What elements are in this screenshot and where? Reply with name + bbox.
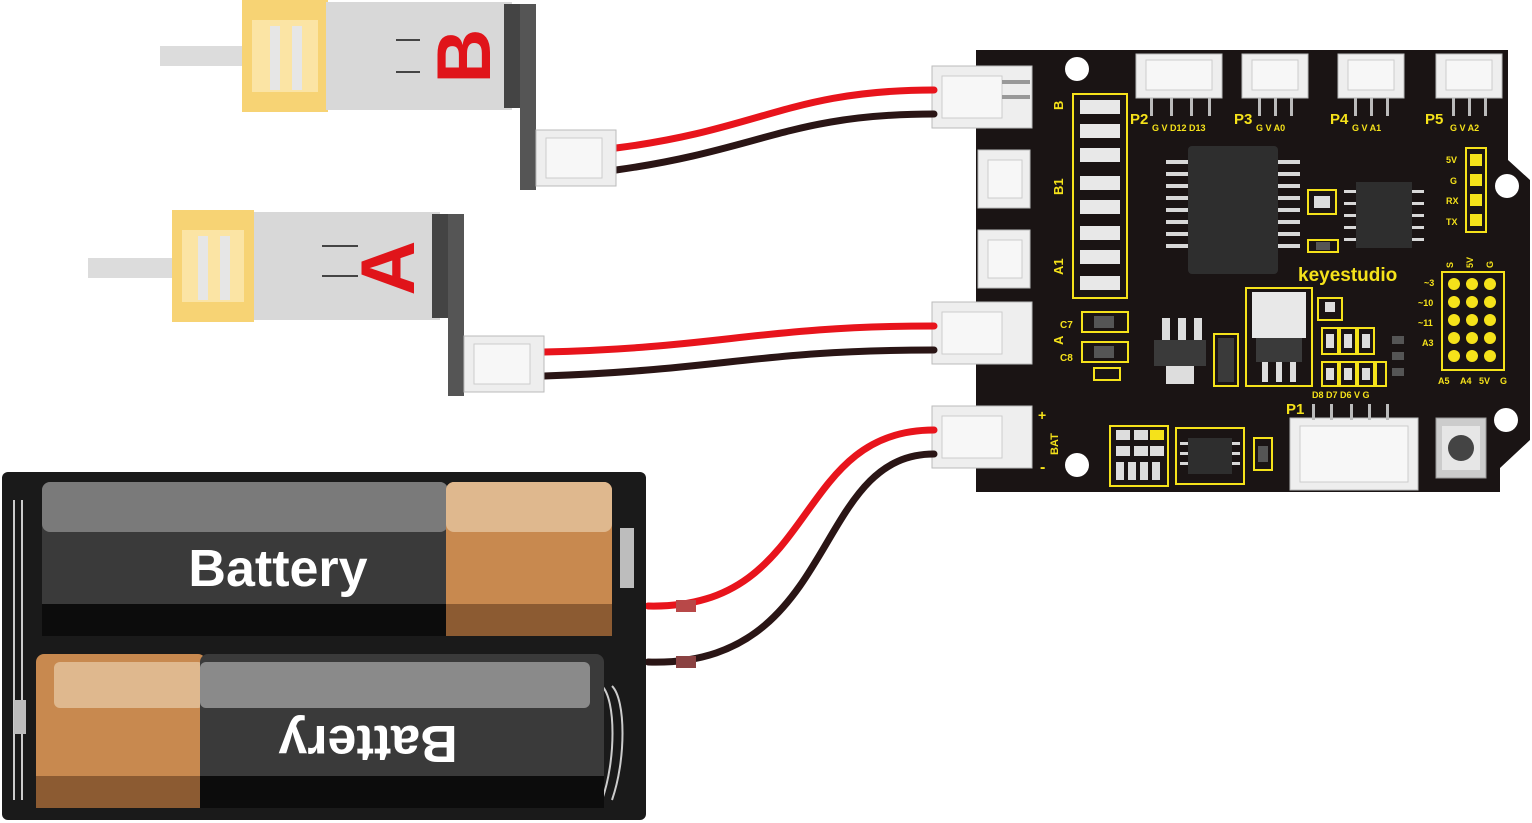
smd-resistor-pads [1080, 100, 1120, 290]
wire-sleeve [676, 656, 696, 668]
p3-pins: G V A0 [1256, 123, 1285, 133]
logic-ic [1344, 182, 1424, 248]
motor-b-wires [612, 86, 938, 174]
motor-b1-connector[interactable] [977, 149, 1031, 209]
sensor-top-pin-s: S [1445, 262, 1455, 268]
motor-a-connector[interactable] [931, 301, 1033, 365]
port-a1-label: A1 [1051, 258, 1066, 275]
p2-label: P2 [1130, 111, 1148, 128]
mount-hole [1495, 174, 1519, 198]
sensor-header-grid[interactable] [1441, 271, 1505, 371]
p3-label: P3 [1234, 111, 1252, 128]
driver-ic [1166, 146, 1300, 274]
motor-b[interactable] [160, 0, 617, 190]
p5-label: P5 [1425, 111, 1443, 128]
p2-pins: G V D12 D13 [1152, 123, 1206, 133]
voltage-regulator-small [1154, 318, 1206, 384]
mount-hole [1065, 57, 1089, 81]
motor-a1-connector[interactable] [977, 229, 1031, 289]
serial-pin-5v: 5V [1446, 155, 1457, 165]
motor-a[interactable] [88, 210, 545, 396]
serial-pin-tx: TX [1446, 217, 1458, 227]
header-p5[interactable] [1435, 53, 1503, 116]
motor-b-connector[interactable] [931, 65, 1033, 129]
battery-wires [644, 426, 938, 666]
p1-pins: D8 D7 D6 V G [1312, 390, 1370, 400]
sensor-side-pin-11: ~11 [1418, 318, 1433, 328]
header-p1[interactable] [1289, 404, 1419, 491]
p4-label: P4 [1330, 111, 1349, 128]
sensor-bottom-pin-a4: A4 [1460, 376, 1472, 386]
sensor-bottom-pin-a5: A5 [1438, 376, 1450, 386]
sensor-bottom-pin-5v: 5V [1479, 376, 1490, 386]
port-a-label: A [1051, 335, 1066, 345]
header-p2[interactable] [1135, 53, 1223, 116]
motor-b-label: B [422, 29, 507, 84]
bat-label: BAT [1049, 433, 1061, 455]
p5-pins: G V A2 [1450, 123, 1479, 133]
c8-label: C8 [1060, 353, 1073, 364]
wire-sleeve [676, 600, 696, 612]
voltage-regulator-large [1245, 287, 1313, 387]
header-p4[interactable] [1337, 53, 1405, 116]
sensor-side-pin-3: ~3 [1424, 278, 1434, 288]
bottom-smd-array [1109, 425, 1273, 487]
serial-pin-g: G [1450, 176, 1457, 186]
battery-bottom-label: Battery [278, 714, 457, 772]
serial-header[interactable] [1465, 147, 1487, 233]
sensor-side-pin-a3: A3 [1422, 338, 1434, 348]
battery-top-label: Battery [188, 540, 367, 598]
bat-plus-label: + [1038, 407, 1046, 423]
p1-label: P1 [1286, 401, 1304, 418]
brand-label: keyestudio [1298, 265, 1397, 286]
c8-capacitor [1081, 341, 1129, 363]
eeprom-ic [1180, 438, 1240, 474]
sensor-bottom-pin-g: G [1500, 376, 1507, 386]
battery-bottom [36, 654, 604, 808]
battery-top [42, 482, 612, 636]
serial-pin-rx: RX [1446, 196, 1459, 206]
port-b-label: B [1051, 101, 1066, 110]
c7-label: C7 [1060, 320, 1073, 331]
reset-button[interactable] [1435, 417, 1487, 479]
mount-hole [1065, 453, 1089, 477]
sensor-side-pin-10: ~10 [1418, 298, 1433, 308]
motor-a-label: A [346, 241, 431, 296]
smd-cluster [1317, 297, 1387, 387]
sensor-top-pin-g: G [1485, 261, 1495, 268]
p4-pins: G V A1 [1352, 123, 1381, 133]
motor-a-wires [540, 322, 938, 380]
driver-board: B B1 A1 A + BAT - C7 C8 [931, 50, 1530, 492]
mount-hole [1494, 408, 1518, 432]
header-p3[interactable] [1241, 53, 1309, 116]
battery-connector[interactable] [931, 405, 1033, 469]
smd-resistor-array [1072, 93, 1128, 299]
port-b1-label: B1 [1051, 178, 1066, 195]
sensor-top-pin-5v: 5V [1465, 257, 1475, 268]
c7-capacitor [1081, 311, 1129, 333]
bat-minus-label: - [1040, 459, 1045, 476]
